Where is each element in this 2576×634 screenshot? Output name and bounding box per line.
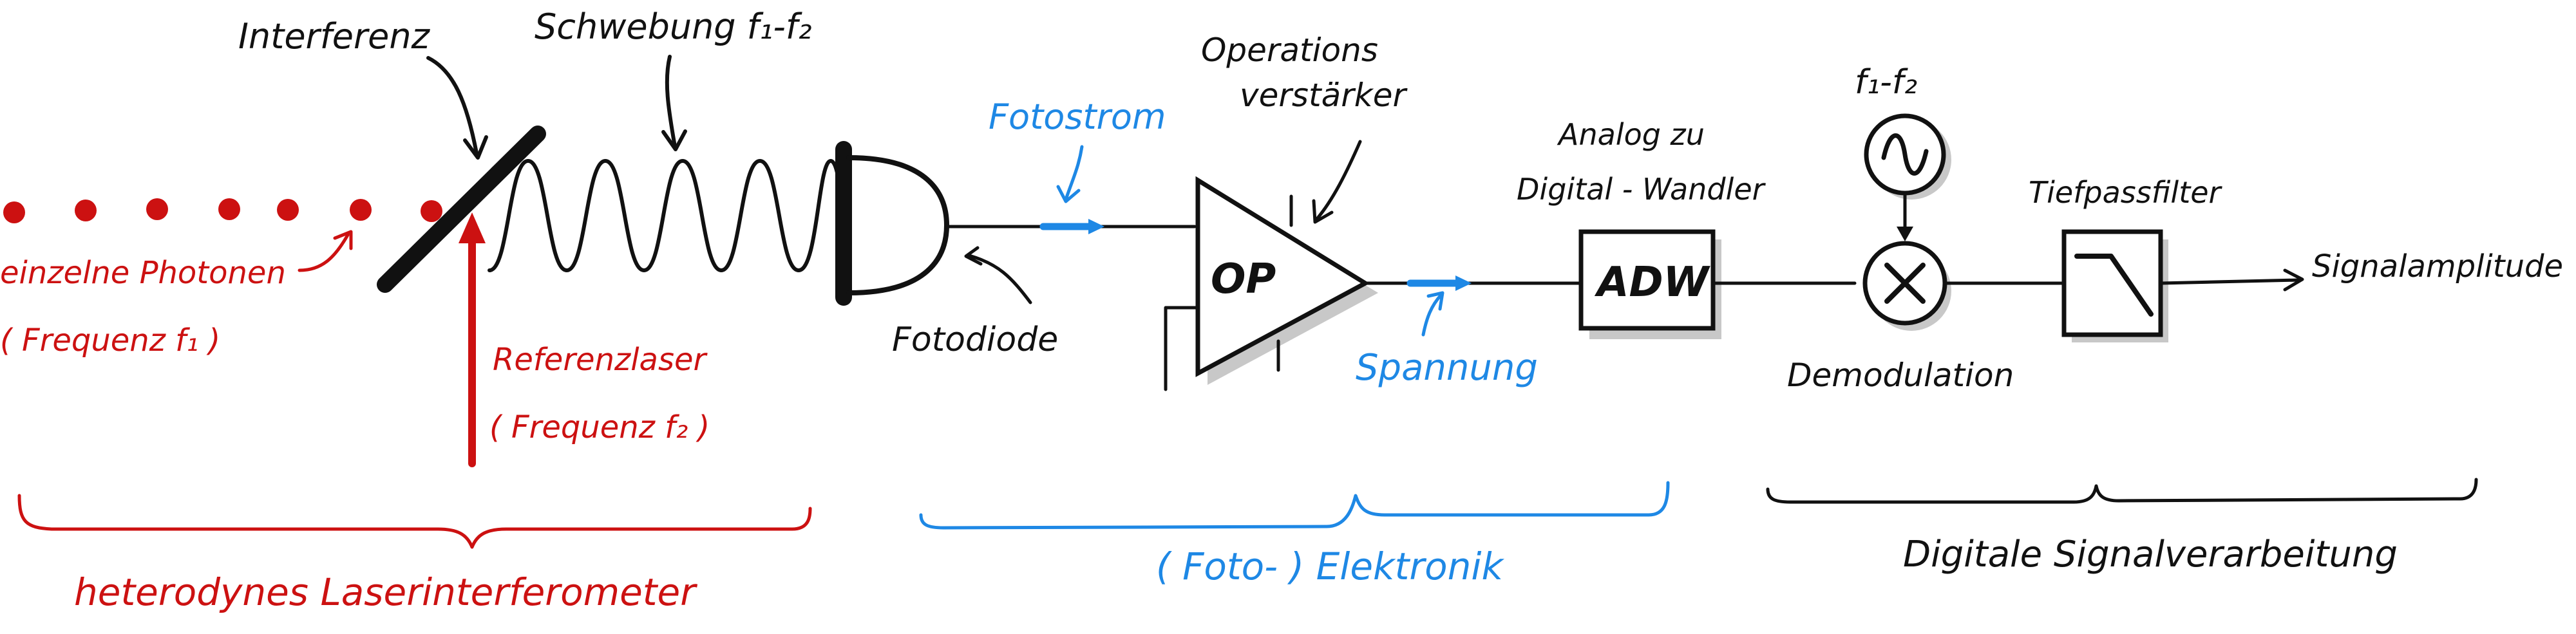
photon-dot (218, 198, 240, 220)
multiply-icon (1884, 263, 1926, 304)
sine-wave-icon (1881, 133, 1929, 176)
fotostrom-pointer (1064, 145, 1084, 201)
photon-dot (75, 200, 97, 221)
op-label: OP (1211, 256, 1276, 303)
adw-label-line2: Digital - Wandler (1517, 172, 1766, 207)
lowpass-icon (2074, 254, 2154, 317)
photon-dot (146, 198, 168, 220)
photon-dots (3, 198, 442, 223)
reference-laser-arrowhead (459, 212, 486, 243)
group-label-elektronik: ( Foto- ) Elektronik (1156, 545, 1505, 588)
frequenz-f2-label: ( Frequenz f₂ ) (489, 409, 710, 445)
brace-elektronik (919, 481, 1670, 530)
group-label-laser: heterodynes Laserinterferometer (74, 570, 697, 614)
interferenz-label: Interferenz (238, 16, 431, 57)
op-amp-wires (1164, 140, 1362, 391)
adw-box-label: ADW (1594, 259, 1711, 306)
demodulation-label: Demodulation (1787, 357, 2014, 394)
operations-pointer (1315, 140, 1362, 221)
spannung-label: Spannung (1356, 347, 1538, 389)
adw-box (1578, 229, 1716, 331)
beam-splitter (377, 126, 546, 293)
einzelne-photonen-label: einzelne Photonen (0, 255, 286, 291)
output-arrowhead (2283, 268, 2304, 292)
frequenz-f1-label: ( Frequenz f₁ ) (0, 322, 220, 359)
operations-label-line2: verstärker (1240, 77, 1408, 114)
referenzlaser-label: Referenzlaser (493, 342, 708, 378)
fotodiode-pointer (967, 254, 1032, 304)
beat-wave (488, 159, 849, 272)
spannung-pointer (1421, 293, 1443, 337)
photon-dot (421, 200, 442, 222)
pointer-arrows-optics (298, 55, 687, 272)
fotodiode-label: Fotodiode (892, 321, 1058, 359)
schwebung-label: Schwebung f₁-f₂ (535, 6, 812, 47)
photon-dot (3, 201, 25, 223)
signalamplitude-label: Signalamplitude (2312, 248, 2563, 284)
op-amp-triangle (1195, 176, 1370, 377)
photon-dot (350, 199, 372, 221)
brace-digital (1766, 478, 2478, 504)
group-label-digital: Digitale Signalverarbeitung (1903, 534, 2398, 575)
photon-dot (277, 199, 299, 221)
operations-label-line1: Operations (1201, 32, 1378, 69)
f1-f2-label: f₁-f₂ (1855, 63, 1917, 102)
fotostrom-label: Fotostrom (989, 97, 1166, 137)
filter-box (2061, 229, 2163, 337)
wire-output (2159, 278, 2301, 285)
adw-label-line1: Analog zu (1557, 117, 1705, 152)
photodiode-body (846, 155, 949, 295)
tiefpassfilter-label: Tiefpassfilter (2029, 175, 2223, 210)
brace-laser (17, 494, 812, 549)
